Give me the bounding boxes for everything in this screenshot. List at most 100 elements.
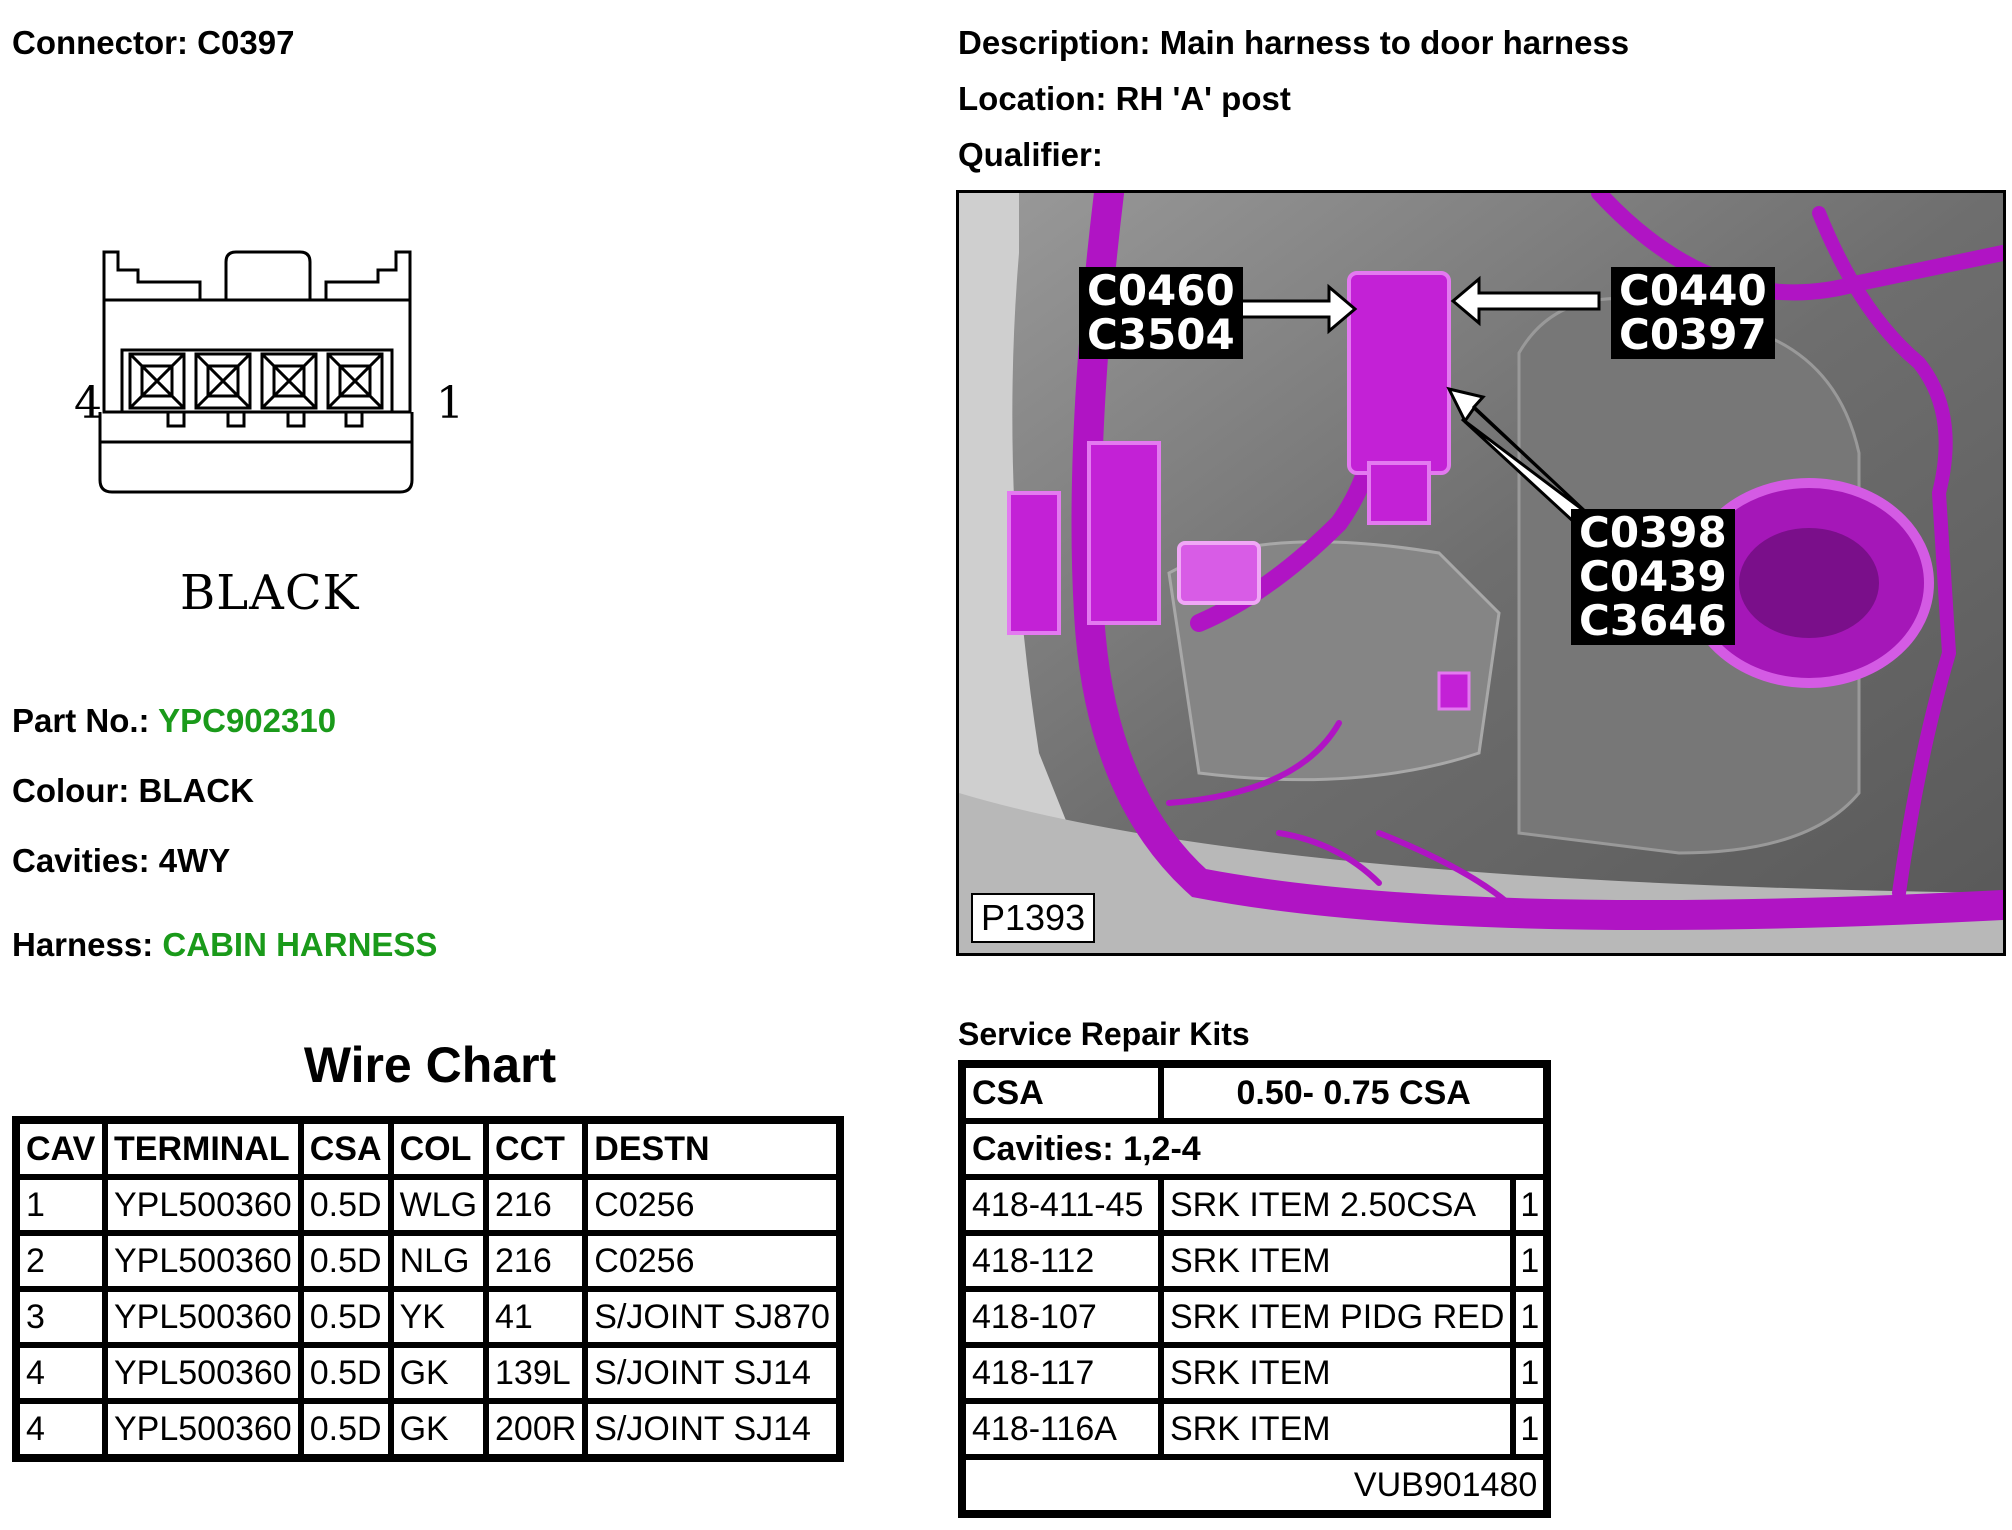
connector-line: Connector: C0397 — [12, 24, 294, 62]
wire-cell-terminal: YPL500360 — [105, 1345, 301, 1401]
wire-cell-destn: C0256 — [585, 1177, 839, 1233]
wire-cell-csa: 0.5D — [300, 1177, 391, 1233]
csa-value: 0.50- 0.75 CSA — [1161, 1065, 1547, 1121]
wire-cell-terminal: YPL500360 — [105, 1401, 301, 1457]
kit-description: SRK ITEM — [1161, 1233, 1514, 1289]
wire-cell-col: NLG — [390, 1233, 487, 1289]
cavity-3 — [194, 352, 252, 410]
callout-c0440-c0397: C0440 C0397 — [1611, 267, 1775, 359]
csa-row: CSA 0.50- 0.75 CSA — [963, 1065, 1547, 1121]
arrow-left — [1450, 275, 1601, 327]
part-no-label: Part No.: — [12, 702, 150, 739]
repair-kits-title: Service Repair Kits — [958, 1016, 1250, 1052]
kit-description: SRK ITEM 2.50CSA — [1161, 1177, 1514, 1233]
connector-colour-caption: BLACK — [180, 565, 360, 621]
kit-quantity: 1 — [1513, 1233, 1547, 1289]
wire-chart-header-terminal: TERMINAL — [105, 1121, 301, 1177]
kit-quantity: 1 — [1513, 1345, 1547, 1401]
cavity-2 — [260, 352, 318, 410]
wire-chart-header-col: COL — [390, 1121, 487, 1177]
location-line: Location: RH 'A' post — [958, 80, 1291, 118]
wire-cell-csa: 0.5D — [300, 1345, 391, 1401]
wire-cell-cct: 41 — [486, 1289, 586, 1345]
repair-kits-table: CSA 0.50- 0.75 CSA Cavities: 1,2-4 418-4… — [958, 1060, 1552, 1518]
callout-c0460-c3504: C0460 C3504 — [1079, 267, 1243, 359]
description-line: Description: Main harness to door harnes… — [958, 24, 1629, 62]
wire-cell-col: YK — [390, 1289, 487, 1345]
wire-cell-cct: 216 — [486, 1177, 586, 1233]
kit-description: SRK ITEM PIDG RED — [1161, 1289, 1514, 1345]
wire-cell-destn: S/JOINT SJ14 — [585, 1345, 839, 1401]
qualifier-label: Qualifier: — [958, 136, 1103, 173]
wire-cell-cav: 2 — [17, 1233, 105, 1289]
kit-part-number: 418-411-45 — [963, 1177, 1161, 1233]
cavities-line: Cavities: 4WY — [12, 842, 230, 880]
harness-value: CABIN HARNESS — [162, 926, 438, 963]
location-photo: C0460 C3504 C0440 C0397 C0398 C0439 C364… — [956, 190, 2006, 956]
cavity-4 — [128, 352, 186, 410]
cavity-1 — [326, 352, 384, 410]
pin-number-right: 1 — [436, 378, 464, 429]
colour-line: Colour: BLACK — [12, 772, 254, 810]
cavity-group — [128, 352, 384, 410]
kit-footer-code: VUB901480 — [963, 1457, 1547, 1513]
pin-number-left: 4 — [74, 378, 102, 429]
wire-cell-csa: 0.5D — [300, 1233, 391, 1289]
wire-cell-col: GK — [390, 1401, 487, 1457]
callout-c0398-c0439-c3646: C0398 C0439 C3646 — [1571, 509, 1735, 645]
wire-cell-cav: 4 — [17, 1401, 105, 1457]
wire-cell-terminal: YPL500360 — [105, 1177, 301, 1233]
kit-footer-row: VUB901480 — [963, 1457, 1547, 1513]
wire-cell-cct: 139L — [486, 1345, 586, 1401]
kit-quantity: 1 — [1513, 1177, 1547, 1233]
csa-label: CSA — [963, 1065, 1161, 1121]
kit-part-number: 418-112 — [963, 1233, 1161, 1289]
wire-cell-destn: S/JOINT SJ14 — [585, 1401, 839, 1457]
left-latch — [102, 250, 202, 300]
location-label: Location: — [958, 80, 1107, 117]
connector-value: C0397 — [197, 24, 295, 61]
colour-label: Colour: — [12, 772, 130, 809]
part-no-line: Part No.: YPC902310 — [12, 702, 336, 740]
wire-chart-title: Wire Chart — [303, 1037, 557, 1093]
connector-face-drawing — [98, 250, 414, 494]
cavities-row: Cavities: 1,2-4 — [963, 1121, 1547, 1177]
wire-chart-header-destn: DESTN — [585, 1121, 839, 1177]
kit-part-number: 418-107 — [963, 1289, 1161, 1345]
kit-description: SRK ITEM — [1161, 1345, 1514, 1401]
location-value: RH 'A' post — [1115, 80, 1291, 117]
wire-cell-terminal: YPL500360 — [105, 1233, 301, 1289]
part-no-value: YPC902310 — [158, 702, 337, 739]
wire-cell-cav: 3 — [17, 1289, 105, 1345]
wire-cell-cav: 1 — [17, 1177, 105, 1233]
connector-label: Connector: — [12, 24, 188, 61]
kit-description: SRK ITEM — [1161, 1401, 1514, 1457]
qualifier-line: Qualifier: — [958, 136, 1103, 174]
cavities-value: 4WY — [158, 842, 231, 879]
kit-part-number: 418-116A — [963, 1401, 1161, 1457]
wire-cell-cct: 200R — [486, 1401, 586, 1457]
kit-quantity: 1 — [1513, 1401, 1547, 1457]
wire-cell-csa: 0.5D — [300, 1289, 391, 1345]
wire-cell-destn: C0256 — [585, 1233, 839, 1289]
wire-chart-header-cct: CCT — [486, 1121, 586, 1177]
photo-id: P1393 — [971, 893, 1096, 943]
wire-cell-col: WLG — [390, 1177, 487, 1233]
center-latch — [224, 250, 312, 300]
wire-cell-destn: S/JOINT SJ870 — [585, 1289, 839, 1345]
right-latch — [324, 250, 412, 300]
wire-cell-cct: 216 — [486, 1233, 586, 1289]
kit-part-number: 418-117 — [963, 1345, 1161, 1401]
arrow-up-left — [1446, 386, 1590, 525]
